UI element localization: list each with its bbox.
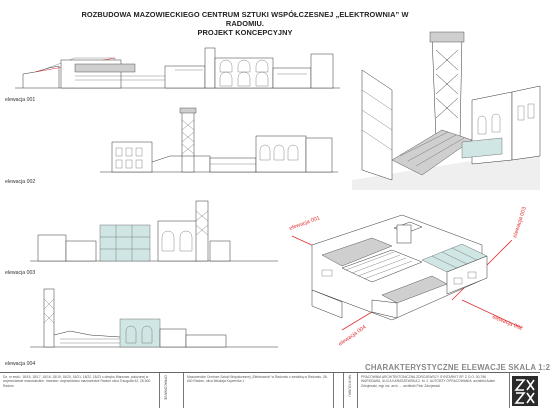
title-block-stamp-right: NR RYSUNKU <box>344 373 358 408</box>
elevation-001-label: elewacja 001 <box>5 97 36 103</box>
studio-logo-icon <box>512 376 538 406</box>
elevation-003-drawing <box>30 200 278 262</box>
stamp-left-text: OPRACOWANIE <box>163 375 168 400</box>
elevation-004-drawing <box>30 288 278 348</box>
title-block: Dz. nr ewid.: 18/15, 18/17, 18/16, 18/19… <box>0 372 540 408</box>
elevation-004-label: elewacja 004 <box>5 361 36 367</box>
title-block-studio: PRACOWNIA ARCHITEKTONICZNA ZDROJEWSCY SY… <box>358 373 510 408</box>
axon-label-004: elewacja 004 <box>338 324 368 347</box>
title-block-object: Mazowieckie Centrum Sztuki Współczesnej … <box>184 373 334 408</box>
title-block-plot-info: Dz. nr ewid.: 18/15, 18/17, 18/16, 18/19… <box>0 373 160 408</box>
axon-label-002: elewacja 002 <box>491 314 523 332</box>
sheet-title-line1: ROZBUDOWA MAZOWIECKIEGO CENTRUM SZTUKI W… <box>81 10 409 28</box>
elevation-003-label: elewacja 003 <box>5 270 36 276</box>
studio-text: PRACOWNIA ARCHITEKTONICZNA ZDROJEWSCY SY… <box>361 375 496 388</box>
sheet-title: ROZBUDOWA MAZOWIECKIEGO CENTRUM SZTUKI W… <box>80 10 410 37</box>
title-block-stamp-left: OPRACOWANIE <box>160 373 184 408</box>
elevation-001-drawing <box>15 47 340 89</box>
axon-line-002 <box>461 299 523 329</box>
sheet-title-line2: PROJEKT KONCEPCYJNY <box>197 28 293 37</box>
section-heading: CHARAKTERYSTYCZNE ELEWACJE SKALA 1:2 <box>365 363 550 372</box>
axon-label-003: elewacja 003 <box>512 206 528 238</box>
object-text: Mazowieckie Centrum Sztuki Współczesnej … <box>187 375 328 384</box>
title-block-empty <box>334 373 344 408</box>
plot-info-text: Dz. nr ewid.: 18/15, 18/17, 18/16, 18/19… <box>3 375 151 388</box>
elevation-002-label: elewacja 002 <box>5 179 36 185</box>
elevation-002-drawing <box>100 107 338 173</box>
stamp-right-text: NR RYSUNKU <box>347 375 352 397</box>
axon-label-001: elewacja 001 <box>289 215 321 232</box>
perspective-render <box>352 30 541 190</box>
axonometric-site-plan: elewacja 001 elewacja 003 elewacja 004 e… <box>289 206 528 347</box>
